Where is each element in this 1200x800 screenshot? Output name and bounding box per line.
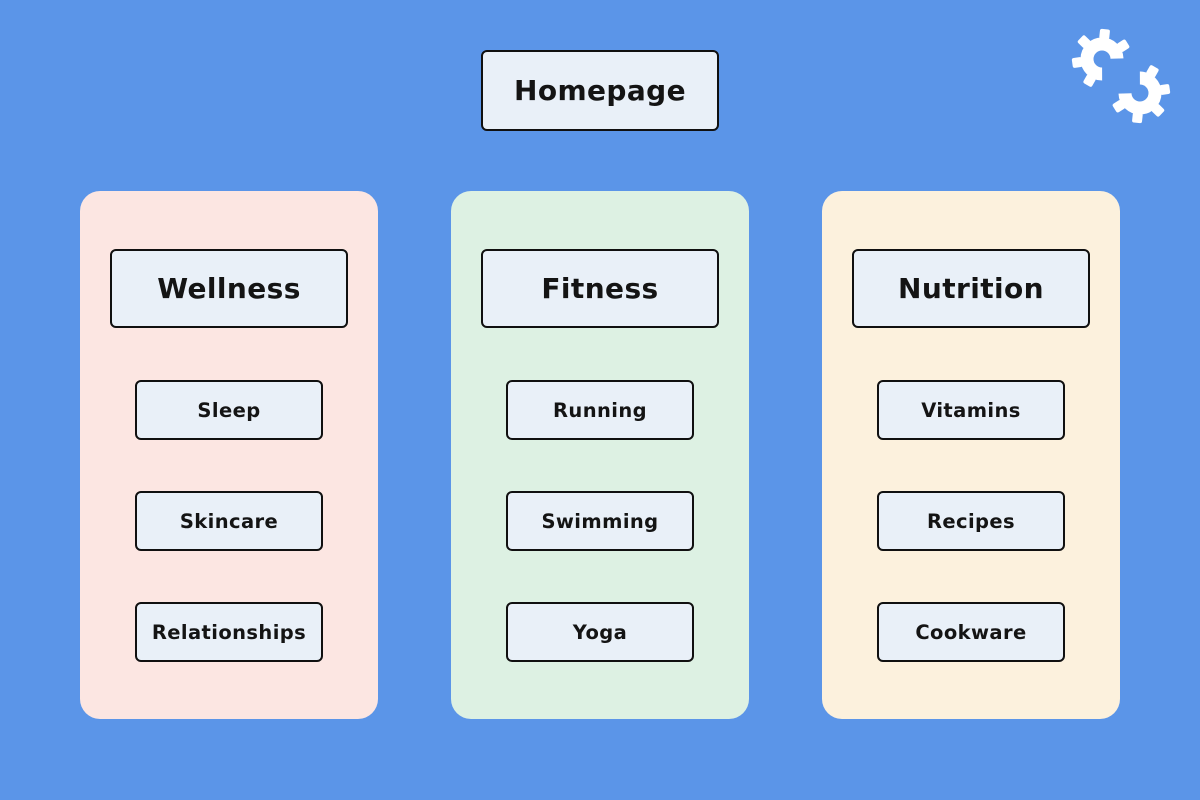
wellness-card: Wellness Sleep Skincare Relationships bbox=[80, 191, 378, 719]
cookware-node[interactable]: Cookware bbox=[877, 602, 1065, 662]
skincare-node[interactable]: Skincare bbox=[135, 491, 323, 551]
relationships-node[interactable]: Relationships bbox=[135, 602, 323, 662]
fitness-category-node[interactable]: Fitness bbox=[481, 249, 719, 328]
fitness-card: Fitness Running Swimming Yoga bbox=[451, 191, 749, 719]
yoga-node[interactable]: Yoga bbox=[506, 602, 694, 662]
homepage-node[interactable]: Homepage bbox=[481, 50, 719, 131]
vitamins-node[interactable]: Vitamins bbox=[877, 380, 1065, 440]
swimming-node[interactable]: Swimming bbox=[506, 491, 694, 551]
gear-top-left bbox=[1071, 28, 1130, 87]
recipes-node[interactable]: Recipes bbox=[877, 491, 1065, 551]
sleep-node[interactable]: Sleep bbox=[135, 380, 323, 440]
running-node[interactable]: Running bbox=[506, 380, 694, 440]
nutrition-category-node[interactable]: Nutrition bbox=[852, 249, 1090, 328]
nutrition-card: Nutrition Vitamins Recipes Cookware bbox=[822, 191, 1120, 719]
interlocking-gears-logo-icon bbox=[1071, 28, 1171, 124]
gear-bottom-right bbox=[1112, 65, 1171, 124]
wellness-category-node[interactable]: Wellness bbox=[110, 249, 348, 328]
